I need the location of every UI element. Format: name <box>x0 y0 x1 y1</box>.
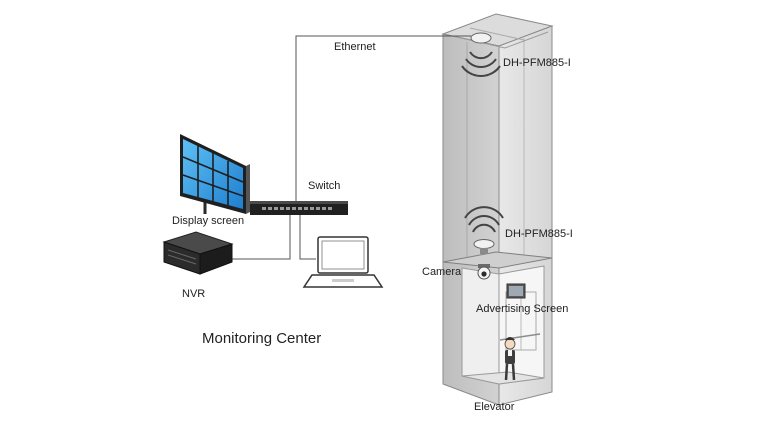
camera-label: Camera <box>422 266 462 278</box>
switch-device <box>250 201 348 215</box>
wireless-bridge-top-icon <box>461 32 501 78</box>
ethernet-cable <box>295 35 471 203</box>
car-left-wall <box>461 267 500 385</box>
ethernet-label: Ethernet <box>334 41 376 53</box>
monitoring-center-label: Monitoring Center <box>202 330 322 347</box>
bridge-top-label: DH-PFM885-I <box>503 57 571 69</box>
person-figure <box>504 337 516 381</box>
laptop-device <box>302 236 384 288</box>
switch-label: Switch <box>308 180 341 192</box>
elevator-label: Elevator <box>474 401 515 413</box>
camera-icon <box>477 264 491 280</box>
network-cables <box>230 35 471 260</box>
wireless-bridge-bottom-icon <box>464 206 504 254</box>
bridge-bottom-label: DH-PFM885-I <box>505 228 573 240</box>
display-screen-label: Display screen <box>172 215 245 227</box>
nvr-cable <box>230 215 291 260</box>
laptop-cable <box>299 215 316 260</box>
nvr-label: NVR <box>182 288 206 300</box>
car-floor <box>461 371 545 385</box>
advertising-screen <box>506 283 526 299</box>
display-screen-device <box>180 134 250 214</box>
advertising-screen-label: Advertising Screen <box>476 303 569 315</box>
nvr-device <box>162 231 234 275</box>
